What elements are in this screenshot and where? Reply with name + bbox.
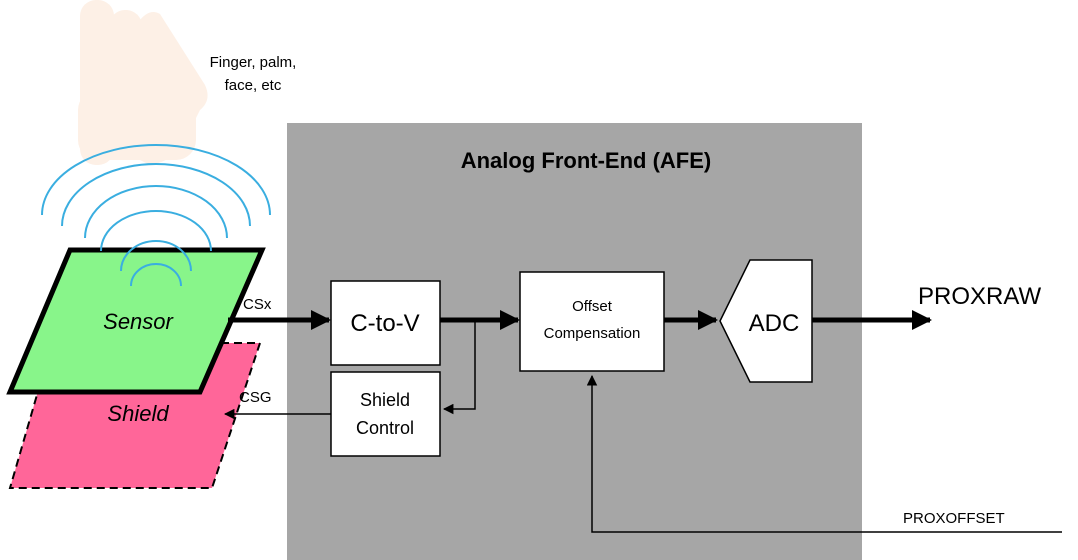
wave-arc-4 [84, 185, 228, 239]
wave-arc-3 [100, 210, 212, 252]
shield-control-line1: Shield [360, 390, 410, 410]
proxraw-label: PROXRAW [918, 283, 1041, 310]
adc-block [719, 259, 813, 383]
csx-label: CSx [243, 296, 272, 313]
offset-label-line2: Compensation [544, 325, 641, 342]
sensor-plate [6, 247, 266, 395]
sensor-label: Sensor [103, 309, 174, 334]
shield-feed-wire [442, 320, 476, 415]
afe-title: Analog Front-End (AFE) [461, 148, 712, 173]
hand-note-line1: Finger, palm, [210, 54, 297, 71]
ctov-label: C-to-V [350, 310, 419, 337]
finger-icon [78, 0, 208, 165]
wave-arc-6 [41, 144, 271, 216]
shield-control-block [330, 371, 441, 457]
offset-label-line1: Offset [572, 298, 613, 315]
adc-label: ADC [749, 310, 800, 337]
shield-control-line2: Control [356, 418, 414, 438]
ctov-block [330, 280, 441, 366]
shield-label: Shield [107, 401, 169, 426]
csg-label: CSG [239, 389, 272, 406]
hand-note-line2: face, etc [225, 77, 282, 94]
proxoffset-label: PROXOFFSET [903, 510, 1005, 527]
field-waves [41, 144, 271, 287]
wave-arc-1 [130, 263, 182, 287]
wave-arc-2 [120, 240, 192, 272]
wave-arc-5 [61, 163, 251, 227]
offset-compensation-block [519, 271, 665, 372]
proxoffset-wire [586, 374, 1062, 533]
